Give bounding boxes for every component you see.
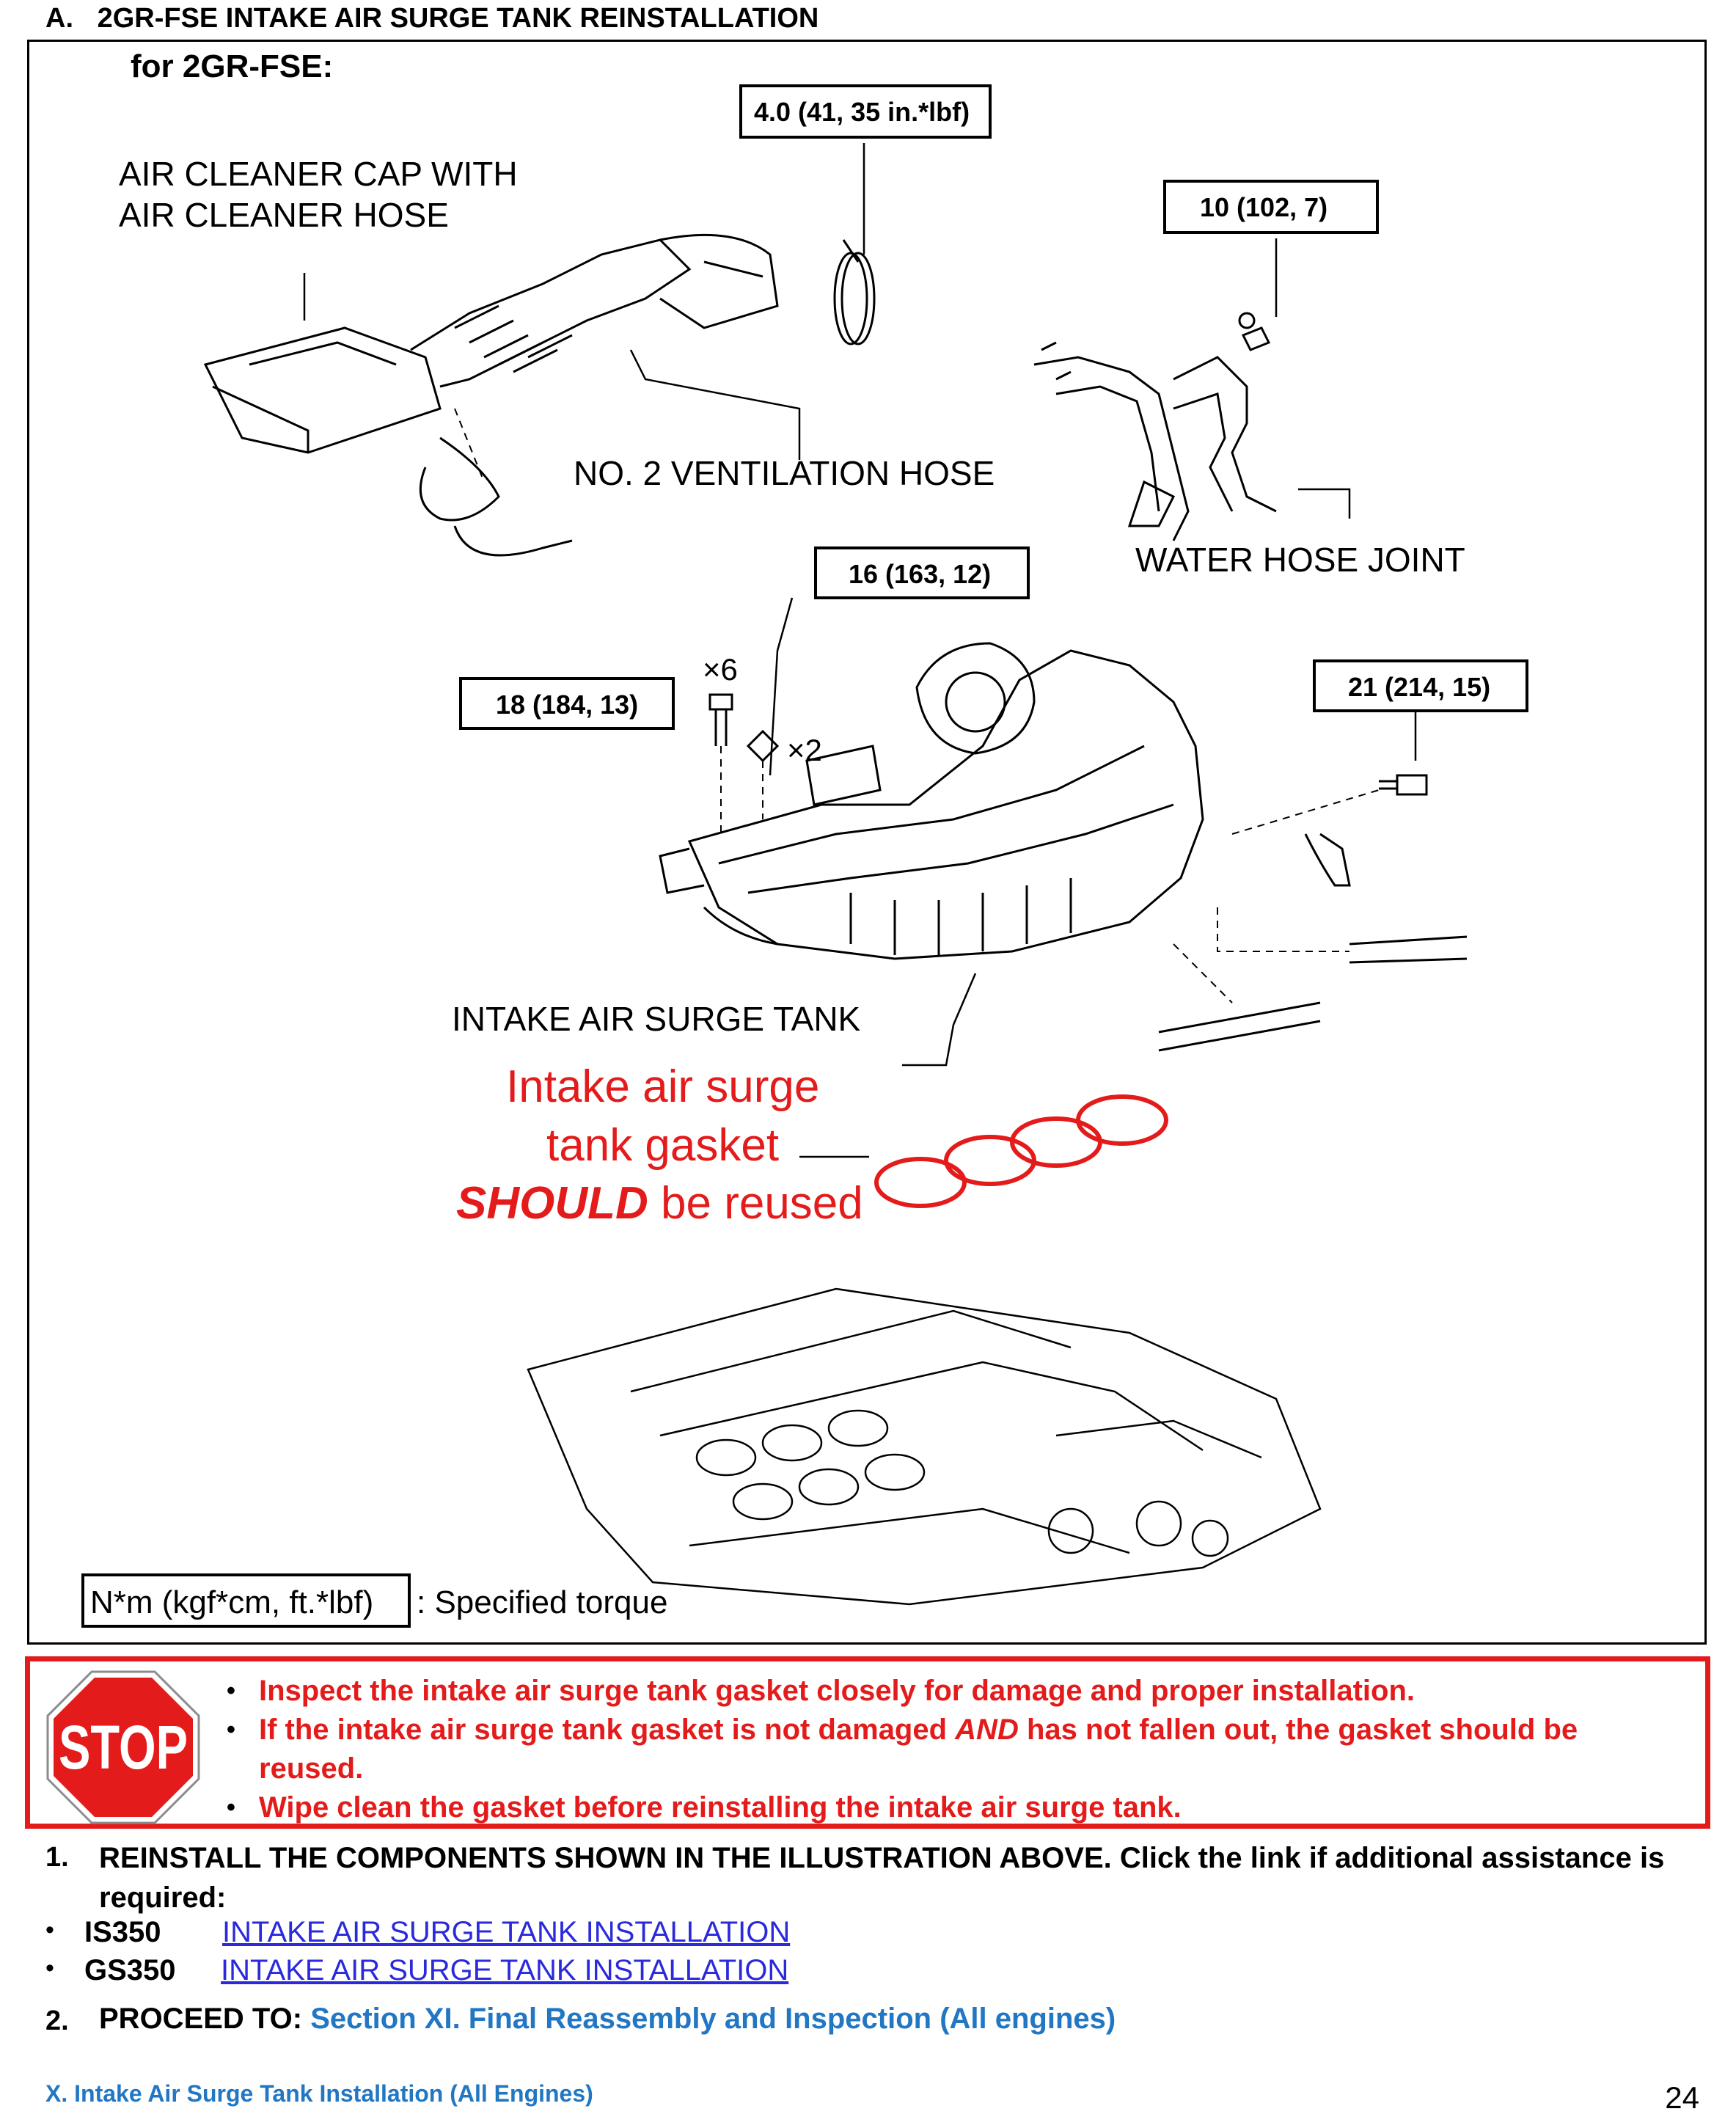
torque-water-hose-label: 10 (102, 7) xyxy=(1200,192,1327,222)
warning-2-emphasis: AND xyxy=(955,1714,1019,1746)
torque-bracket-label: 21 (214, 15) xyxy=(1348,672,1490,702)
stop-sign-icon: STOP xyxy=(46,1670,200,1824)
warning-item-1: Inspect the intake air surge tank gasket… xyxy=(221,1672,1688,1711)
step-2-prefix: PROCEED TO: xyxy=(99,2003,311,2035)
torque-nut-label: 16 (163, 12) xyxy=(849,559,991,589)
footer-title: X. Intake Air Surge Tank Installation (A… xyxy=(45,2080,593,2107)
torque-box-bolt xyxy=(459,677,675,730)
warning-item-2: If the intake air surge tank gasket is n… xyxy=(221,1711,1688,1788)
model-gs350: GS350 xyxy=(84,1954,176,1986)
leader-lines xyxy=(303,143,1417,1158)
bolt-quantity: ×6 xyxy=(703,652,738,687)
legend-box-text: N*m (kgf*cm, ft.*lbf) xyxy=(90,1584,373,1620)
label-surge-tank: INTAKE AIR SURGE TANK xyxy=(452,1000,861,1038)
torque-box-water-hose xyxy=(1163,180,1379,234)
section-title: 2GR-FSE INTAKE AIR SURGE TANK REINSTALLA… xyxy=(97,3,819,34)
label-water-hose-joint: WATER HOSE JOINT xyxy=(1135,541,1465,579)
section-letter: A. xyxy=(45,3,73,34)
label-air-cleaner-line1: AIR CLEANER CAP WITH xyxy=(119,155,518,193)
page-number: 24 xyxy=(1665,2080,1699,2115)
model-is350: IS350 xyxy=(84,1916,161,1948)
warning-item-3: Wipe clean the gasket before reinstallin… xyxy=(221,1788,1688,1827)
torque-bolt-label: 18 (184, 13) xyxy=(496,690,638,720)
air-cleaner-drawing xyxy=(203,233,779,557)
gasket-note-line2: tank gasket xyxy=(546,1120,779,1171)
warning-2-end: has not fallen out, the gasket should be… xyxy=(259,1714,1578,1785)
line-art xyxy=(203,143,1468,1606)
link-is350-installation[interactable]: INTAKE AIR SURGE TANK INSTALLATION xyxy=(222,1916,791,1948)
bullet-gs350: • xyxy=(45,1954,54,1982)
section-heading: A. 2GR-FSE INTAKE AIR SURGE TANK REINSTA… xyxy=(45,3,818,34)
torque-clamp-label: 4.0 (41, 35 in.*lbf) xyxy=(754,97,970,127)
engine-block-drawing xyxy=(527,1287,1322,1606)
stop-sign-text: STOP xyxy=(59,1713,188,1782)
warning-list: Inspect the intake air surge tank gasket… xyxy=(221,1672,1688,1827)
step-2-line: PROCEED TO: Section XI. Final Reassembly… xyxy=(99,2003,1116,2036)
gasket-note-line3: SHOULD be reused xyxy=(456,1178,863,1229)
step-1-number: 1. xyxy=(45,1842,69,1873)
torque-box-clamp xyxy=(739,84,992,139)
label-ventilation-hose: NO. 2 VENTILATION HOSE xyxy=(574,454,995,492)
hose-clamp-drawing xyxy=(833,239,876,345)
illustration-frame: for 2GR-FSE: 4.0 (41, 35 in.*lbf) 10 (10… xyxy=(27,40,1707,1645)
label-air-cleaner-line2: AIR CLEANER HOSE xyxy=(119,196,449,234)
hose-drawings xyxy=(1158,833,1468,1052)
torque-box-bracket xyxy=(1313,659,1528,712)
nut-quantity: ×2 xyxy=(787,733,822,767)
gasket-note-line1: Intake air surge xyxy=(506,1061,819,1112)
illustration-svg: for 2GR-FSE: 4.0 (41, 35 in.*lbf) 10 (10… xyxy=(81,48,1528,1628)
gasket-note-emphasis: SHOULD xyxy=(456,1178,648,1229)
warning-box: STOP Inspect the intake air surge tank g… xyxy=(25,1656,1710,1829)
link-gs350-installation[interactable]: INTAKE AIR SURGE TANK INSTALLATION xyxy=(221,1954,789,1986)
link-final-reassembly[interactable]: Section XI. Final Reassembly and Inspect… xyxy=(310,2003,1116,2035)
dashed-lines xyxy=(454,408,1380,1003)
gasket-note-rest: be reused xyxy=(648,1178,863,1229)
bolt-drawings xyxy=(708,326,1428,796)
legend-text: : Specified torque xyxy=(417,1584,667,1620)
figure-heading: for 2GR-FSE: xyxy=(131,48,333,84)
step-1-text: REINSTALL THE COMPONENTS SHOWN IN THE IL… xyxy=(99,1842,1665,1914)
legend-box xyxy=(81,1573,411,1628)
surge-tank-drawing xyxy=(659,642,1204,960)
water-hose-joint-drawing xyxy=(1033,312,1277,541)
step-2-number: 2. xyxy=(45,2005,69,2036)
warning-2-start: If the intake air surge tank gasket is n… xyxy=(259,1714,956,1746)
bullet-is350: • xyxy=(45,1916,54,1944)
gasket-drawing xyxy=(874,1094,1168,1208)
torque-box-nut xyxy=(814,546,1030,599)
